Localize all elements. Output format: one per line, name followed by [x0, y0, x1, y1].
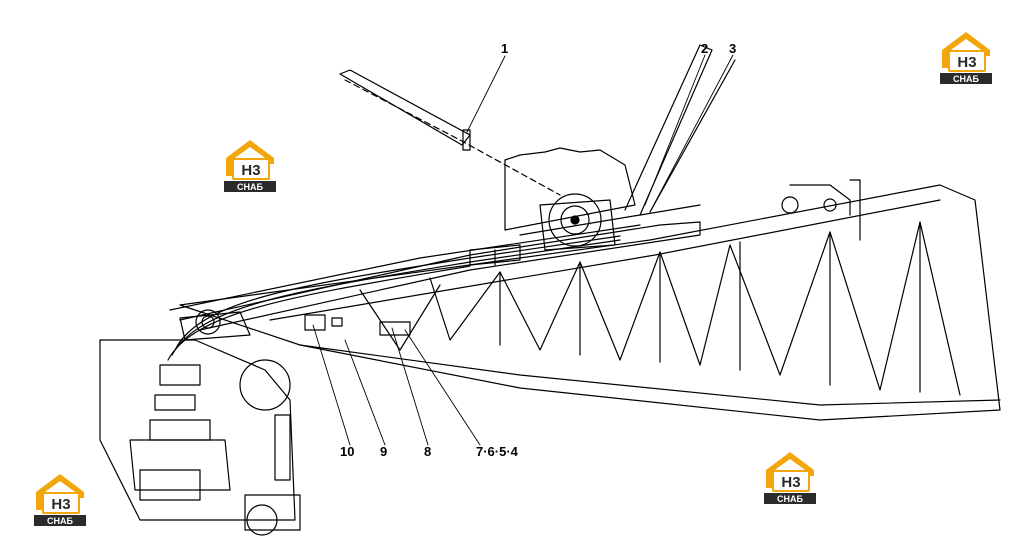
watermark-logo: H3 СНАБ — [222, 136, 278, 194]
callout-labels: 1 2 3 7·6·5·4 8 9 10 — [340, 41, 736, 459]
boom-equipment — [304, 314, 411, 336]
logo-letters: H3 — [51, 496, 70, 513]
callout-1: 1 — [501, 41, 508, 56]
callout-9: 9 — [380, 444, 387, 459]
callout-3: 3 — [729, 41, 736, 56]
logo-letters: H3 — [241, 162, 260, 179]
callout-2: 2 — [701, 41, 708, 56]
winch-head — [504, 147, 861, 251]
logo-subtitle: СНАБ — [237, 182, 263, 192]
watermark-logo: H3 СНАБ — [938, 28, 994, 86]
boom-lattice — [179, 184, 1001, 421]
watermark-logo: H3 СНАБ — [32, 470, 88, 528]
upper-boom-section — [169, 44, 736, 331]
leader-lines — [312, 54, 734, 446]
callout-4-7: 7·6·5·4 — [476, 444, 519, 459]
logo-letters: H3 — [957, 54, 976, 71]
logo-subtitle: СНАБ — [47, 516, 73, 526]
logo-letters: H3 — [781, 474, 800, 491]
logo-subtitle: СНАБ — [953, 74, 979, 84]
callout-8: 8 — [424, 444, 431, 459]
logo-subtitle: СНАБ — [777, 494, 803, 504]
watermark-logo: H3 СНАБ — [762, 448, 818, 506]
pivot-pin — [179, 309, 251, 341]
hydraulic-hoses — [167, 235, 621, 361]
callout-10: 10 — [340, 444, 354, 459]
turret — [99, 339, 301, 536]
